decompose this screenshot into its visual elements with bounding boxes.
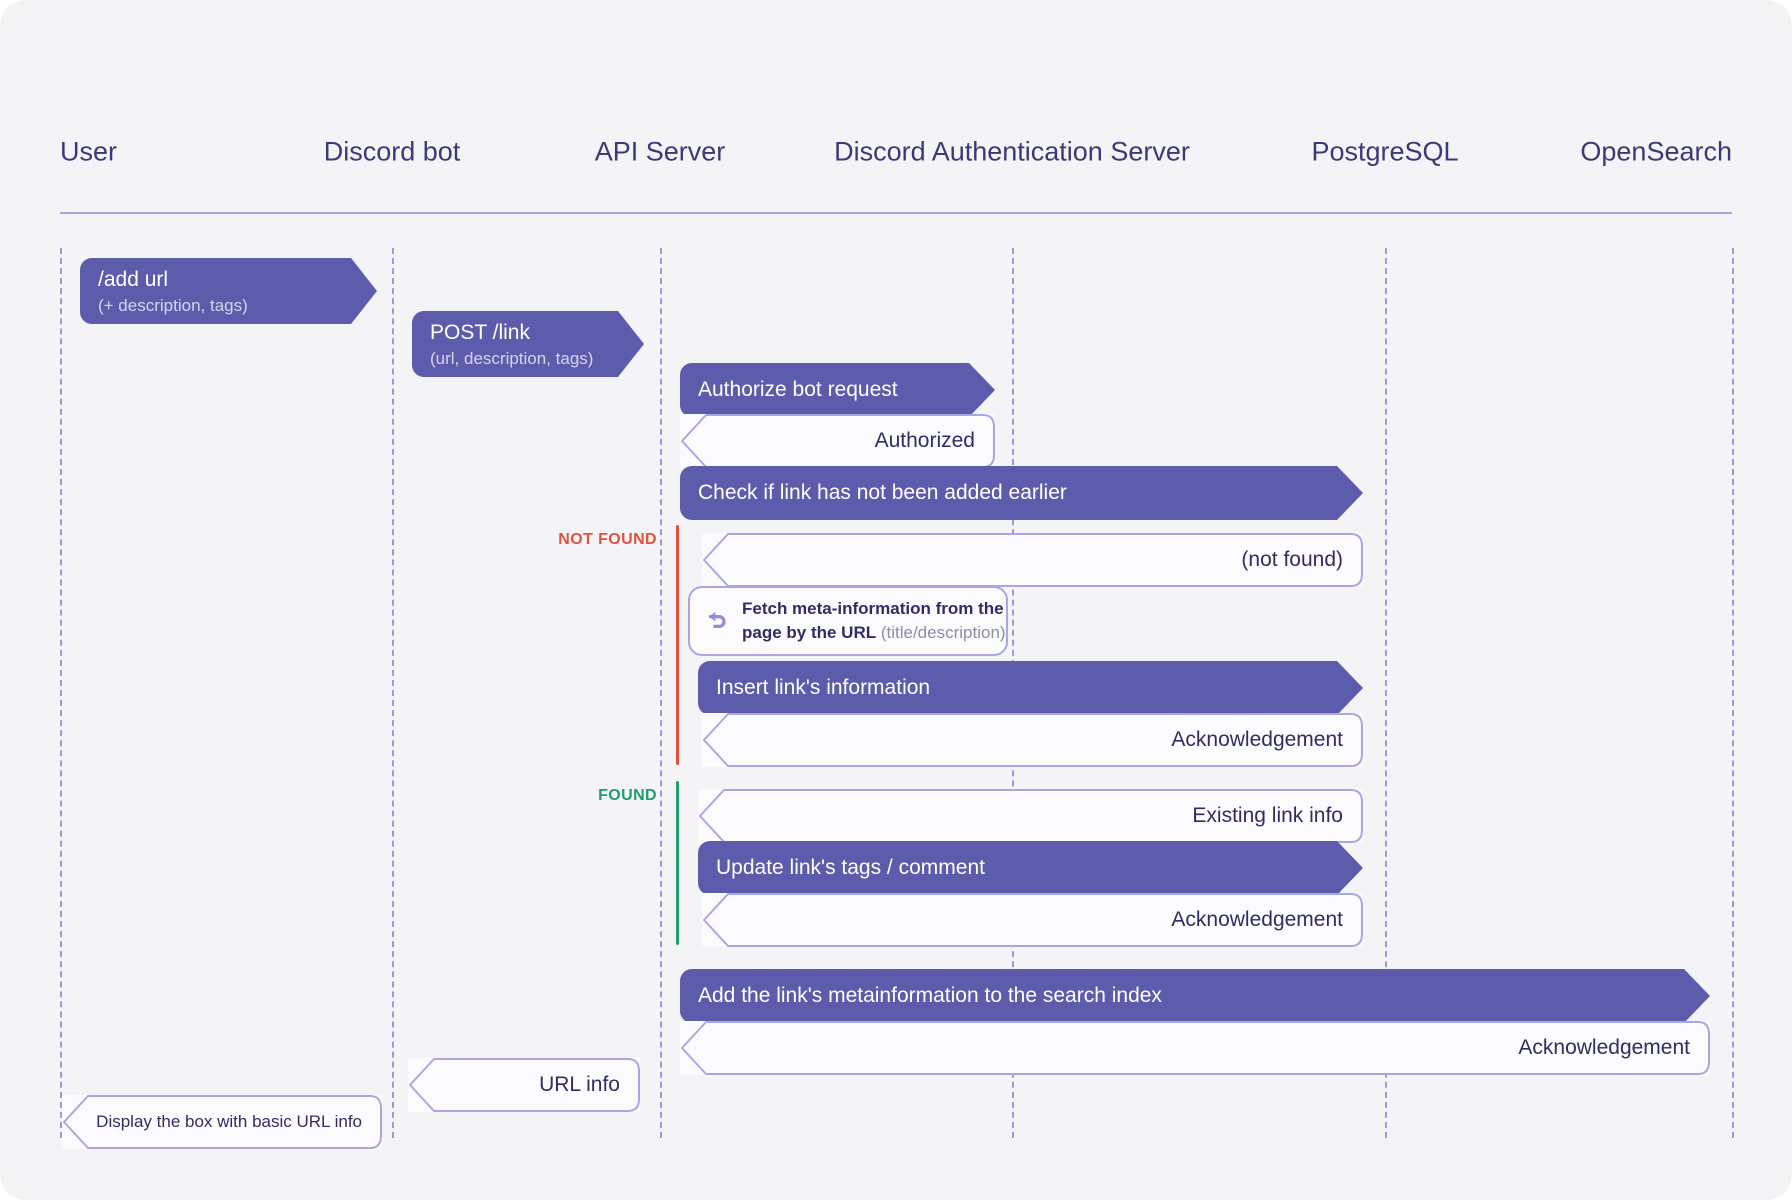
lifeline-user (60, 248, 62, 1138)
participant-label-api: API Server (594, 136, 726, 167)
message-text: (not found) (1241, 547, 1343, 571)
message-subtitle: (url, description, tags) (430, 349, 594, 369)
message-existing-link-info[interactable]: Existing link info (698, 789, 1363, 843)
participant-label-postgres: PostgreSQL (1311, 136, 1459, 167)
message-update-link-tags-comment[interactable]: Update link's tags / comment (698, 841, 1363, 895)
fragment-bar-not-found (676, 525, 679, 765)
message-text: Acknowledgement (1171, 727, 1343, 751)
message-authorized[interactable]: Authorized (680, 414, 995, 468)
self-note-line1: Fetch meta-information from the (742, 599, 1004, 618)
message-text: /add url (+ description, tags) (98, 267, 248, 317)
loop-return-icon (704, 608, 730, 634)
message-title: Authorize bot request (698, 377, 898, 401)
message-add-metainformation-search-index[interactable]: Add the link's metainformation to the se… (680, 969, 1710, 1023)
self-note-text: Fetch meta-information from the page by t… (742, 597, 1006, 645)
message-title: Update link's tags / comment (716, 855, 985, 879)
self-note-line2: page by the URL (742, 623, 877, 643)
participant-header-row: User Discord bot API Server Discord Authent… (0, 0, 1792, 230)
participant-label-user: User (60, 136, 118, 167)
message-add-url[interactable]: /add url (+ description, tags) (80, 258, 377, 324)
fragment-label-not-found: NOT FOUND (558, 531, 657, 548)
lifeline-api (660, 248, 662, 1138)
message-authorize-bot-request[interactable]: Authorize bot request (680, 363, 995, 417)
message-text: Display the box with basic URL info (96, 1112, 362, 1132)
message-title: /add url (98, 268, 169, 291)
message-title: POST /link (430, 321, 530, 344)
message-acknowledgement-update[interactable]: Acknowledgement (702, 893, 1363, 947)
message-acknowledgement-insert[interactable]: Acknowledgement (702, 713, 1363, 767)
message-text: Existing link info (1192, 803, 1343, 827)
fragment-bar-found (676, 781, 679, 945)
self-note-fetch-meta-information[interactable]: Fetch meta-information from the page by t… (688, 586, 1008, 657)
message-text: Update link's tags / comment (716, 855, 985, 881)
message-display-url-info-box[interactable]: Display the box with basic URL info (62, 1095, 382, 1149)
message-subtitle: (+ description, tags) (98, 296, 248, 316)
lifeline-postgres (1385, 248, 1387, 1138)
message-text: Check if link has not been added earlier (698, 480, 1067, 506)
message-insert-link-information[interactable]: Insert link's information (698, 661, 1363, 715)
participant-label-bot: Discord bot (323, 136, 461, 167)
message-text: POST /link (url, description, tags) (430, 320, 593, 370)
message-text: Insert link's information (716, 675, 930, 701)
message-title: Add the link's metainformation to the se… (698, 983, 1162, 1007)
fragment-label-found: FOUND (598, 787, 657, 804)
header-divider (60, 212, 1732, 214)
lifeline-bot (392, 248, 394, 1138)
message-title: Insert link's information (716, 675, 931, 699)
lifeline-opensearch (1732, 248, 1734, 1138)
message-text: Authorize bot request (698, 377, 898, 403)
message-check-link-not-added[interactable]: Check if link has not been added earlier (680, 466, 1363, 520)
message-title: Check if link has not been added earlier (698, 480, 1067, 504)
message-text: Authorized (874, 428, 975, 452)
message-url-info[interactable]: URL info (408, 1058, 640, 1112)
message-acknowledgement-search[interactable]: Acknowledgement (680, 1021, 1710, 1075)
participant-label-auth: Discord Authentication Server (834, 136, 1190, 167)
message-text: Acknowledgement (1518, 1035, 1690, 1059)
message-not-found-reply[interactable]: (not found) (702, 533, 1363, 587)
participant-label-opensearch: OpenSearch (1580, 136, 1732, 167)
message-text: Acknowledgement (1171, 907, 1343, 931)
self-note-line2-muted: (title/description) (876, 623, 1006, 643)
message-text: Add the link's metainformation to the se… (698, 983, 1162, 1009)
message-text: URL info (539, 1072, 620, 1096)
message-post-link[interactable]: POST /link (url, description, tags) (412, 311, 644, 377)
